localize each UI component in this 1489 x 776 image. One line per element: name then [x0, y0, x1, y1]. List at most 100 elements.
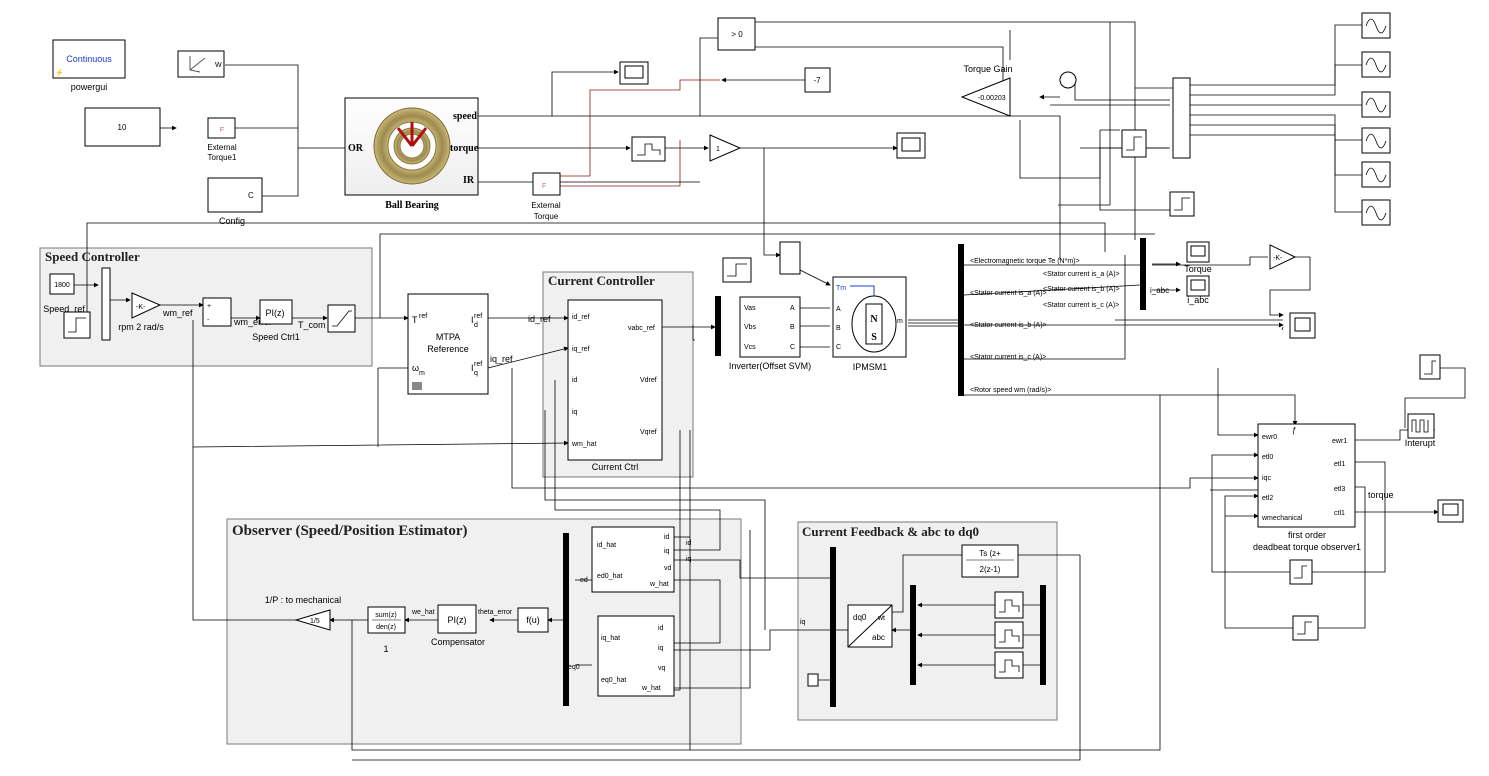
gain-1-block[interactable]: 1	[709, 134, 742, 162]
torque-gain-block[interactable]: -0.00203	[960, 77, 1011, 117]
scope-deadbeat[interactable]	[1437, 499, 1464, 523]
zoh-block-c[interactable]	[994, 651, 1024, 679]
zoh-block-b[interactable]	[994, 621, 1024, 649]
rpm-gain-block[interactable]: -K-	[131, 292, 162, 319]
transfer-fcn-block[interactable]: sum(z) den(z)	[367, 606, 406, 634]
memory-block-3[interactable]	[1292, 615, 1319, 641]
iq-ref-signal: iq_ref	[490, 354, 513, 364]
t-com-label: T_com	[298, 320, 326, 330]
svg-text:ref: ref	[474, 313, 482, 320]
constant-10-block[interactable]: 10	[84, 107, 161, 147]
discrete-step-block[interactable]	[631, 136, 666, 162]
mtpa-title-1: MTPA	[436, 332, 460, 342]
port-ir: IR	[463, 175, 475, 186]
demux-vabc[interactable]	[715, 296, 721, 356]
speed-pi-block[interactable]: PI(z)	[259, 299, 293, 325]
ipmsm-block[interactable]: Tm A B C m N S	[832, 276, 907, 358]
gain-k-right[interactable]: -K-	[1269, 244, 1297, 270]
svg-text:iqc: iqc	[1262, 475, 1271, 482]
step-tm-block[interactable]	[722, 257, 752, 283]
compensator-label: Compensator	[431, 637, 485, 647]
svg-text:F: F	[542, 183, 546, 190]
svg-text:ewr1: ewr1	[1332, 438, 1347, 445]
svg-text:<Stator current is_c (A)>: <Stator current is_c (A)>	[1043, 302, 1119, 309]
memory-block-2[interactable]	[1289, 559, 1313, 585]
mtpa-id: I	[471, 315, 474, 325]
memory-block-1[interactable]	[1419, 354, 1441, 380]
torque-mux-block[interactable]	[779, 241, 801, 275]
svg-text:ed0_hat: ed0_hat	[597, 573, 622, 580]
current-ctrl-block[interactable]: id_ref iq_ref id iq wm_hat vabc_ref Vdre…	[567, 299, 663, 461]
wm-error-label: wm_error	[233, 317, 272, 327]
switch-block[interactable]: > 0	[717, 17, 756, 51]
mtpa-block[interactable]: MTPA Reference T ref I ref d I ref q ω m	[407, 293, 489, 395]
svg-text:<Stator current is_b (A)>: <Stator current is_b (A)>	[1043, 286, 1120, 293]
step-top-2[interactable]	[1169, 191, 1195, 217]
inverter-block[interactable]: Vas Vbs Vcs A B C	[739, 296, 801, 358]
scope-torque-top[interactable]	[896, 132, 926, 159]
demux-abc-bar[interactable]	[1040, 585, 1046, 685]
deadbeat-observer-block[interactable]: ƒ ewr0 etl0 iqc etl2 wmechanical ewr1 et…	[1257, 423, 1356, 528]
powergui-block[interactable]: Continuous ⚡	[52, 39, 126, 79]
scope-torque[interactable]	[1186, 241, 1210, 263]
external-torque1-block[interactable]: F	[207, 117, 236, 139]
pole-gain-label: 1/P : to mechanical	[265, 595, 341, 605]
feedback-bus-bar[interactable]	[830, 547, 836, 707]
constant-neg7-block[interactable]: -7	[804, 67, 831, 93]
speed-step-block[interactable]	[63, 311, 91, 339]
speed-ref-label: Speed_ref	[43, 304, 85, 314]
svg-text:eq0: eq0	[568, 664, 580, 671]
svg-text:S: S	[871, 332, 877, 343]
port-speed: speed	[453, 111, 477, 122]
wm-ref-label: wm_ref	[162, 308, 193, 318]
pole-gain-block[interactable]: 1/5	[294, 609, 331, 631]
feedback-terminator[interactable]	[807, 673, 819, 687]
dq0-transform-block[interactable]: dq0 abc wt	[847, 604, 893, 648]
we-hat-label: we_hat	[411, 609, 435, 616]
bus-selector-bar[interactable]	[958, 244, 964, 396]
step-top-1[interactable]	[1121, 129, 1147, 158]
mtpa-tref: T	[412, 315, 418, 325]
sum-speed-block[interactable]: + -	[202, 297, 232, 327]
saturation-block[interactable]	[327, 304, 356, 333]
svg-text:etl3: etl3	[1334, 486, 1345, 493]
observer-q-axis-block[interactable]: iq_hat eq0_hat id iq vq w_hat	[597, 615, 675, 697]
bus-creator-top[interactable]	[1172, 77, 1191, 159]
mux-abc-bar[interactable]	[910, 585, 916, 685]
sum-top-block[interactable]	[1059, 71, 1077, 89]
config-label: Config	[219, 216, 245, 226]
observer-d-axis-block[interactable]: id_hat ed0_hat id iq vd w_hat	[591, 526, 675, 593]
current-controller-title: Current Controller	[548, 273, 655, 288]
svg-text:A: A	[836, 306, 841, 313]
svg-text:q: q	[474, 370, 478, 377]
sine-wave-blocks[interactable]	[1361, 12, 1391, 226]
discrete-integrator-block[interactable]: Ts (z+ 2(z-1)	[961, 544, 1019, 578]
ipmsm-label: IPMSM1	[853, 362, 888, 372]
zoh-block-a[interactable]	[994, 591, 1024, 619]
svg-text:vq: vq	[658, 665, 666, 672]
pulse-generator-block[interactable]	[1407, 413, 1435, 439]
scope-speed[interactable]	[619, 61, 649, 85]
ext-torque1-label-2: Torque1	[208, 153, 237, 162]
gain-1-value: 1	[716, 146, 720, 153]
config-block[interactable]: C	[207, 177, 263, 213]
id-ref-signal: id_ref	[528, 314, 551, 324]
rpm-gain-value: -K-	[136, 304, 146, 311]
svg-text:iq_hat: iq_hat	[601, 635, 620, 642]
svg-text:2(z-1): 2(z-1)	[980, 565, 1001, 574]
external-torque-block[interactable]: F	[532, 172, 561, 196]
mux-iabc[interactable]	[1140, 238, 1146, 310]
mux-speed[interactable]	[101, 267, 111, 341]
ball-bearing-block[interactable]: speed torque IR OR	[344, 97, 479, 196]
svg-text:sum(z): sum(z)	[375, 612, 396, 619]
observer-bus-bar[interactable]	[563, 533, 569, 706]
speed-ref-constant[interactable]: 1800	[49, 273, 75, 295]
sine-wave-4	[1361, 127, 1391, 154]
scope-right[interactable]	[1289, 312, 1316, 339]
world-frame-block[interactable]: W	[177, 50, 225, 78]
fcn-block[interactable]: f(u)	[517, 607, 549, 633]
svg-text:m: m	[419, 370, 425, 377]
svg-text:B: B	[790, 324, 795, 331]
compensator-block[interactable]: PI(z)	[437, 604, 477, 634]
scope-iabc[interactable]	[1186, 275, 1210, 297]
